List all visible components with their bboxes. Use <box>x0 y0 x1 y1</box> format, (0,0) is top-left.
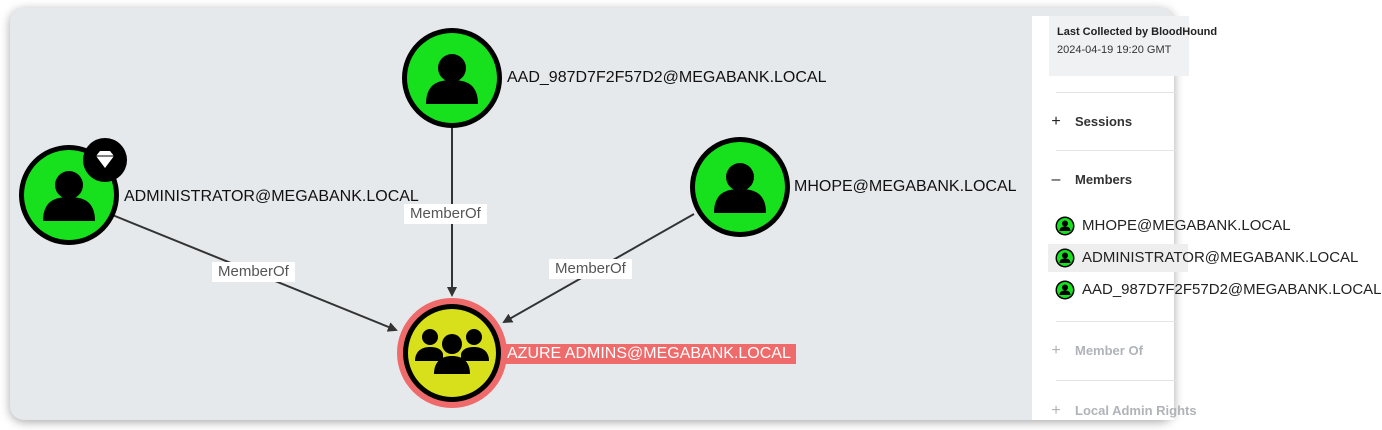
node-label-aad: AAD_987D7F2F57D2@MEGABANK.LOCAL <box>507 69 827 86</box>
bloodhound-window: AAD_987D7F2F57D2@MEGABANK.LOCAL ADMINIST… <box>10 8 1382 420</box>
expand-icon: + <box>1051 113 1061 130</box>
graph-canvas[interactable]: AAD_987D7F2F57D2@MEGABANK.LOCAL ADMINIST… <box>10 8 1030 420</box>
divider <box>1056 92 1176 93</box>
section-label: Local Admin Rights <box>1075 403 1197 418</box>
member-label: AAD_987D7F2F57D2@MEGABANK.LOCAL <box>1082 281 1382 298</box>
user-icon <box>1055 280 1075 300</box>
divider <box>1056 380 1176 381</box>
graph-svg <box>19 28 790 408</box>
node-azure-admins[interactable] <box>397 298 507 408</box>
node-mhope[interactable] <box>690 137 790 237</box>
last-collected-date: 2024-04-19 19:20 GMT <box>1057 44 1172 56</box>
last-collected-box: Last Collected by BloodHound 2024-04-19 … <box>1049 16 1217 76</box>
divider <box>1056 150 1176 151</box>
member-item[interactable]: ADMINISTRATOR@MEGABANK.LOCAL <box>1048 244 1358 272</box>
collapse-icon: – <box>1051 171 1061 188</box>
divider <box>1056 321 1176 322</box>
node-label-administrator: ADMINISTRATOR@MEGABANK.LOCAL <box>124 188 419 205</box>
node-label-azure-admins: AZURE ADMINS@MEGABANK.LOCAL <box>502 344 796 364</box>
member-label: MHOPE@MEGABANK.LOCAL <box>1082 217 1291 234</box>
node-administrator[interactable] <box>19 138 127 245</box>
section-members[interactable]: – Members <box>1049 170 1189 190</box>
section-label: Member Of <box>1075 343 1143 358</box>
edge-label-memberof: MemberOf <box>549 259 632 279</box>
section-member-of[interactable]: + Member Of <box>1049 341 1189 361</box>
node-info-panel[interactable]: Last Collected by BloodHound 2024-04-19 … <box>1032 16 1382 420</box>
section-label: Members <box>1075 172 1133 187</box>
diamond-icon <box>83 138 127 182</box>
member-label: ADMINISTRATOR@MEGABANK.LOCAL <box>1082 249 1359 266</box>
edge-label-memberof: MemberOf <box>212 262 295 282</box>
user-icon <box>1055 248 1075 268</box>
section-label: Sessions <box>1075 114 1133 129</box>
member-item[interactable]: AAD_987D7F2F57D2@MEGABANK.LOCAL <box>1048 276 1382 304</box>
expand-icon: + <box>1051 342 1061 359</box>
node-label-mhope: MHOPE@MEGABANK.LOCAL <box>794 178 1017 195</box>
group-icon <box>415 329 489 374</box>
last-collected-title: Last Collected by BloodHound <box>1057 26 1218 38</box>
expand-icon: + <box>1051 402 1061 419</box>
member-item[interactable]: MHOPE@MEGABANK.LOCAL <box>1048 212 1291 240</box>
section-sessions[interactable]: + Sessions <box>1049 112 1189 132</box>
node-aad[interactable] <box>402 28 502 128</box>
edge-label-memberof: MemberOf <box>404 204 487 224</box>
section-local-admin-rights[interactable]: + Local Admin Rights <box>1049 401 1196 421</box>
user-icon <box>1055 216 1075 236</box>
